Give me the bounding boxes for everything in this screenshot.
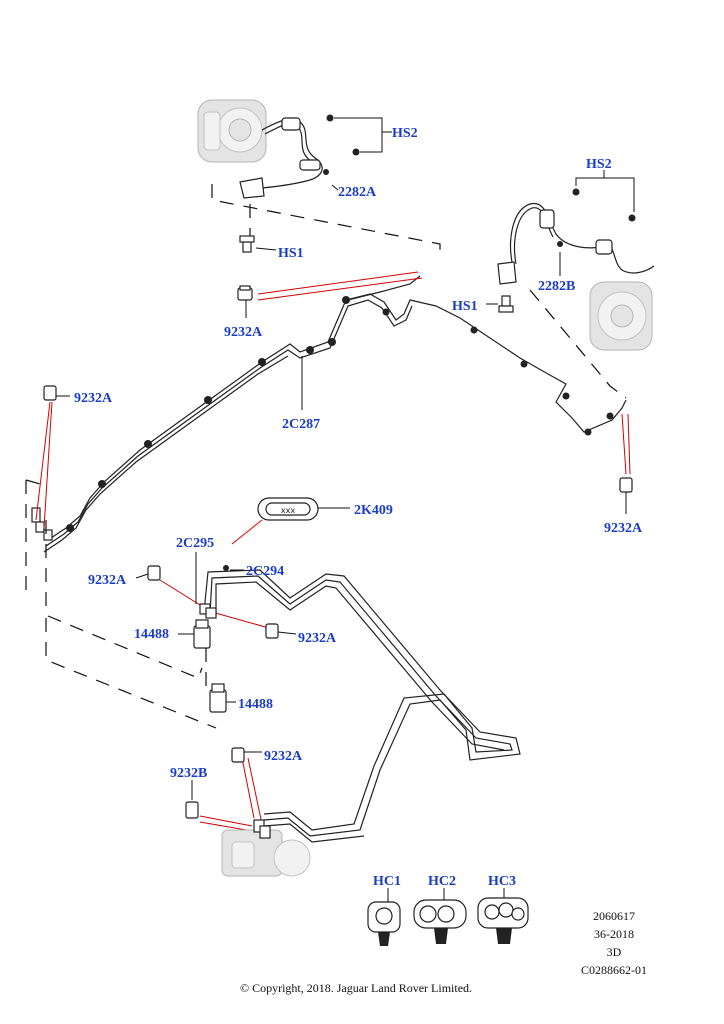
label-9232a-4: 9232A [88,573,127,588]
cap-9232b [185,780,199,819]
cap-9232a-4 [135,565,161,581]
copyright: © Copyright, 2018. Jaguar Land Rover Lim… [240,981,472,995]
label-2c295: 2C295 [176,536,214,551]
dashed-guides-top [211,184,441,258]
clip-hc3 [477,888,529,944]
left-end-fittings [25,479,53,610]
fittings-lower [195,552,244,619]
leader-hs2-top [331,117,392,191]
cap-9232a-1 [237,285,253,318]
label-9232a-5: 9232A [298,631,337,646]
label-9232a-2: 9232A [74,391,113,406]
label-14488-1: 14488 [134,627,169,642]
label-hs2-right: HS2 [586,157,612,172]
union-14488-2 [209,683,236,713]
meta-line-1: 2060617 [593,909,635,923]
svg-text:xxx: xxx [281,506,295,515]
cap-9232a-3 [619,477,633,514]
bolt-hs1-right [486,295,514,313]
label-2c294: 2C294 [246,564,284,579]
label-9232a-3: 9232A [604,521,643,536]
clip-hc1 [367,888,401,946]
leader-hs2-right [559,170,635,276]
grommet-2k409: xxx [231,497,350,545]
cap-9232a-5 [265,623,297,639]
brake-pipe-2c287 [43,275,627,553]
label-2282a: 2282A [338,185,377,200]
label-9232a-6: 9232A [264,749,303,764]
label-hc3: HC3 [488,874,516,889]
label-hs2-top: HS2 [392,126,418,141]
meta-line-2: 36-2018 [594,927,634,941]
bolt-hs1-top [239,235,277,253]
label-hs1-top: HS1 [278,246,304,261]
label-hc1: HC1 [373,874,401,889]
brake-hose-2282a [239,114,360,199]
rear-caliper-right [589,281,653,351]
union-14488-1 [178,619,211,649]
label-2282b: 2282B [538,279,575,294]
clip-hc2 [413,888,467,944]
cap-9232a-6 [231,747,262,763]
label-hs1-right: HS1 [452,299,478,314]
label-2c287: 2C287 [282,417,320,432]
dashed-guides-lower [45,615,217,729]
cap-9232a-2 [43,385,70,401]
brake-hose-2282b [497,188,655,285]
label-hc2: HC2 [428,874,456,889]
label-9232b: 9232B [170,766,207,781]
label-14488-2: 14488 [238,697,273,712]
label-2k409: 2K409 [354,503,393,518]
abs-modulator [221,819,311,877]
front-caliper-top [197,99,267,163]
meta-line-4: C0288662-01 [581,963,647,977]
meta-line-3: 3D [607,945,622,959]
label-9232a-1: 9232A [224,325,263,340]
red-leaders [35,271,631,833]
dashed-guide-right [529,289,627,399]
brake-pipe-2c294 [203,569,521,843]
